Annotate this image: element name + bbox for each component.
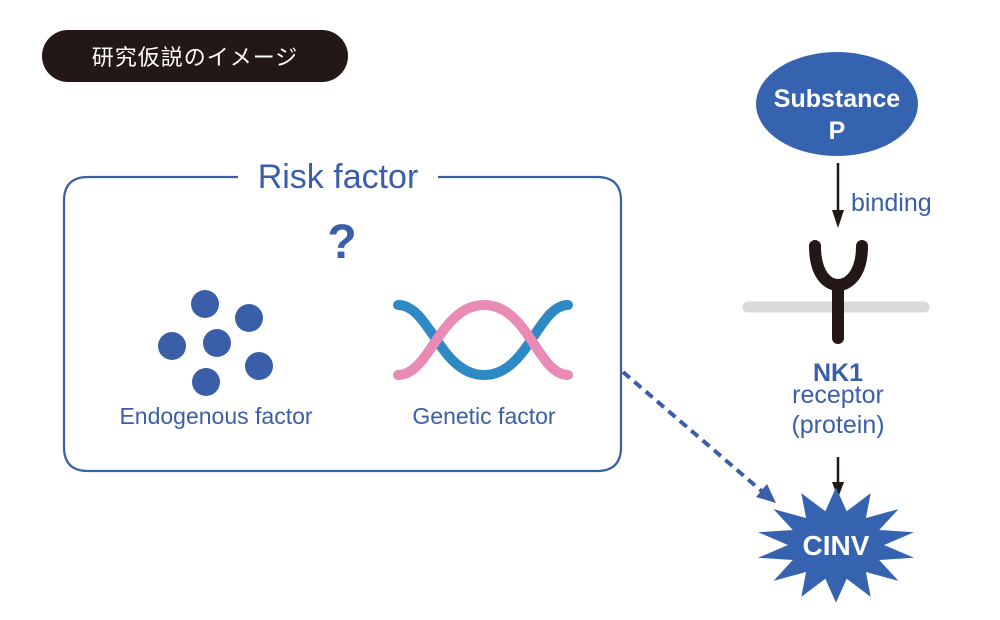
cinv-label: CINV — [803, 530, 870, 561]
molecule-dot — [191, 290, 219, 318]
substance-p-node: Substance P — [756, 52, 918, 156]
molecule-dot — [203, 329, 231, 357]
risk-box-border — [62, 175, 623, 473]
header-pill: 研究仮説のイメージ — [42, 30, 348, 82]
substance-p-line1: Substance — [774, 85, 901, 113]
molecules-icon — [158, 290, 273, 396]
burst-shape — [758, 487, 914, 603]
receptor-label-line1: NK1 — [813, 359, 863, 387]
dashed-arrow-risk-to-cinv — [621, 370, 776, 503]
question-mark: ? — [327, 216, 356, 269]
binding-label: binding — [851, 189, 932, 217]
nk1-receptor-icon — [809, 240, 868, 344]
substance-p-line2: P — [829, 117, 846, 145]
cinv-outcome-burst: CINV — [758, 487, 914, 603]
risk-box-title: Risk factor — [258, 158, 419, 196]
receptor-to-cinv-arrow — [832, 457, 844, 498]
molecule-dot — [158, 332, 186, 360]
receptor-label-line2: receptor — [792, 381, 884, 409]
molecule-dot — [192, 368, 220, 396]
molecule-dot — [245, 352, 273, 380]
factor-label-endogenous: Endogenous factor — [119, 403, 312, 429]
molecule-dot — [235, 304, 263, 332]
factor-label-genetic: Genetic factor — [412, 403, 556, 429]
dna-icon — [393, 299, 573, 381]
binding-arrow — [832, 163, 844, 228]
risk-factor-box: Risk factor ? Endogenous factor — [62, 158, 623, 473]
receptor-label-line3: (protein) — [791, 411, 884, 439]
header-pill-label: 研究仮説のイメージ — [91, 46, 299, 71]
